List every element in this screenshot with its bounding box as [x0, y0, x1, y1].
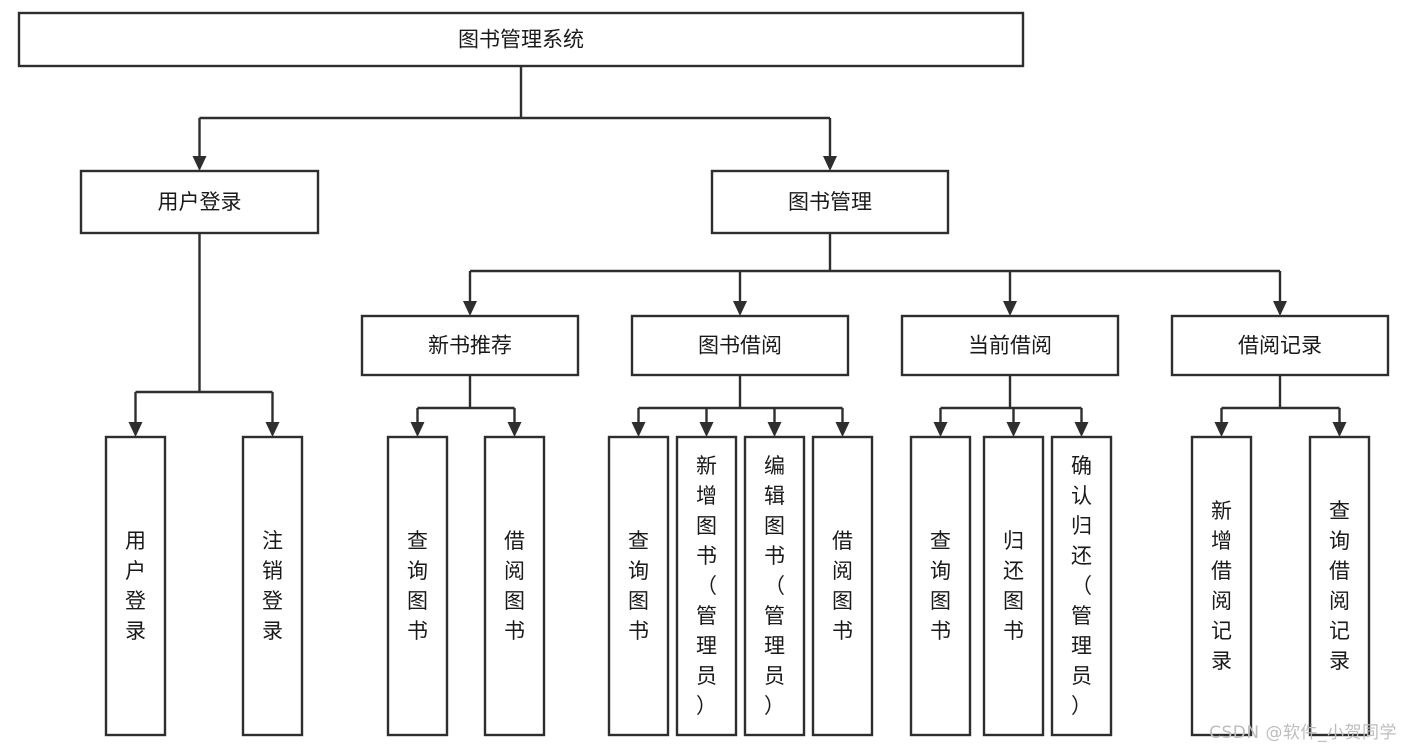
node-box-leaf-query-book-borrow: [607, 435, 670, 737]
node-new-book-recommend: 新书推荐: [360, 314, 580, 377]
node-leaf-add-book: 新增图书（管理员）: [675, 435, 738, 737]
node-label-leaf-add-borrow-record: 新增借阅记录: [1211, 499, 1232, 673]
arrow-head-icon: [835, 422, 850, 437]
node-box-current-borrow: [900, 314, 1120, 377]
arrow-head-icon: [733, 301, 747, 316]
node-label-book-management: 图书管理: [788, 190, 872, 214]
arrow-head-icon: [1273, 301, 1287, 316]
node-box-leaf-user-login: [104, 435, 167, 737]
node-label-leaf-return-book: 归还图书: [1003, 529, 1024, 643]
arrow-head-icon: [1006, 422, 1021, 437]
node-box-leaf-borrow-book: [811, 435, 874, 737]
node-box-new-book-recommend: [360, 314, 580, 377]
node-box-leaf-query-borrow-record: [1308, 435, 1371, 737]
node-label-leaf-borrow-book-recommend: 借阅图书: [504, 529, 525, 643]
node-leaf-user-login: 用户登录: [104, 435, 167, 737]
node-label-leaf-edit-book: 编辑图书（管理员）: [764, 454, 785, 718]
node-label-leaf-logout: 注销登录: [262, 529, 283, 643]
arrow-head-icon: [265, 422, 280, 437]
node-box-borrow-records: [1170, 314, 1390, 377]
arrow-head-icon: [1214, 422, 1229, 437]
node-book-borrow: 图书借阅: [630, 314, 850, 377]
node-label-leaf-query-book-recommend: 查询图书: [407, 529, 428, 643]
node-box-leaf-confirm-return: [1050, 435, 1113, 737]
node-book-management: 图书管理: [710, 169, 950, 235]
arrow-head-icon: [631, 422, 646, 437]
node-label-leaf-borrow-book: 借阅图书: [832, 529, 853, 643]
node-label-current-borrow: 当前借阅: [968, 334, 1052, 358]
arrow-head-icon: [1074, 422, 1089, 437]
node-box-leaf-add-book: [675, 435, 738, 737]
node-label-root: 图书管理系统: [458, 28, 584, 52]
node-leaf-borrow-book: 借阅图书: [811, 435, 874, 737]
node-leaf-query-book-current: 查询图书: [909, 435, 972, 737]
node-leaf-confirm-return: 确认归还（管理员）: [1050, 435, 1113, 737]
node-label-book-borrow: 图书借阅: [698, 334, 782, 358]
node-box-user-login: [79, 169, 320, 235]
arrow-head-icon: [933, 422, 948, 437]
arrow-head-icon: [1332, 422, 1347, 437]
arrow-head-icon: [823, 156, 837, 171]
node-box-leaf-logout: [241, 435, 304, 737]
node-box-leaf-borrow-book-recommend: [483, 435, 546, 737]
node-box-leaf-return-book: [982, 435, 1045, 737]
node-box-leaf-add-borrow-record: [1190, 435, 1253, 737]
node-box-root: [17, 11, 1025, 68]
boxes-layer: 图书管理系统用户登录图书管理新书推荐图书借阅当前借阅借阅记录用户登录注销登录查询…: [17, 11, 1390, 737]
node-leaf-borrow-book-recommend: 借阅图书: [483, 435, 546, 737]
node-label-leaf-confirm-return: 确认归还（管理员）: [1071, 454, 1092, 718]
connectors-layer: [128, 66, 1347, 437]
arrow-head-icon: [128, 422, 143, 437]
node-root: 图书管理系统: [17, 11, 1025, 68]
node-label-user-login: 用户登录: [158, 190, 242, 214]
node-current-borrow: 当前借阅: [900, 314, 1120, 377]
arrow-head-icon: [192, 156, 207, 171]
node-box-leaf-query-book-recommend: [386, 435, 449, 737]
node-box-leaf-query-book-current: [909, 435, 972, 737]
node-label-leaf-add-book: 新增图书（管理员）: [696, 454, 717, 718]
node-leaf-query-borrow-record: 查询借阅记录: [1308, 435, 1371, 737]
node-leaf-query-book-borrow: 查询图书: [607, 435, 670, 737]
node-label-leaf-query-book-borrow: 查询图书: [628, 529, 649, 643]
node-leaf-return-book: 归还图书: [982, 435, 1045, 737]
node-leaf-add-borrow-record: 新增借阅记录: [1190, 435, 1253, 737]
arrow-head-icon: [699, 422, 714, 437]
node-leaf-query-book-recommend: 查询图书: [386, 435, 449, 737]
arrow-head-icon: [410, 422, 425, 437]
node-leaf-edit-book: 编辑图书（管理员）: [743, 435, 806, 737]
node-label-new-book-recommend: 新书推荐: [428, 334, 512, 358]
arrow-head-icon: [1003, 301, 1017, 316]
node-box-book-management: [710, 169, 950, 235]
arrow-head-icon: [463, 301, 477, 316]
node-box-leaf-edit-book: [743, 435, 806, 737]
node-label-leaf-user-login: 用户登录: [125, 529, 146, 643]
node-label-borrow-records: 借阅记录: [1238, 334, 1322, 358]
node-label-leaf-query-borrow-record: 查询借阅记录: [1329, 499, 1350, 673]
node-user-login: 用户登录: [79, 169, 320, 235]
arrow-head-icon: [767, 422, 782, 437]
node-box-book-borrow: [630, 314, 850, 377]
node-leaf-logout: 注销登录: [241, 435, 304, 737]
arrow-head-icon: [507, 422, 522, 437]
node-borrow-records: 借阅记录: [1170, 314, 1390, 377]
node-label-leaf-query-book-current: 查询图书: [930, 529, 951, 643]
